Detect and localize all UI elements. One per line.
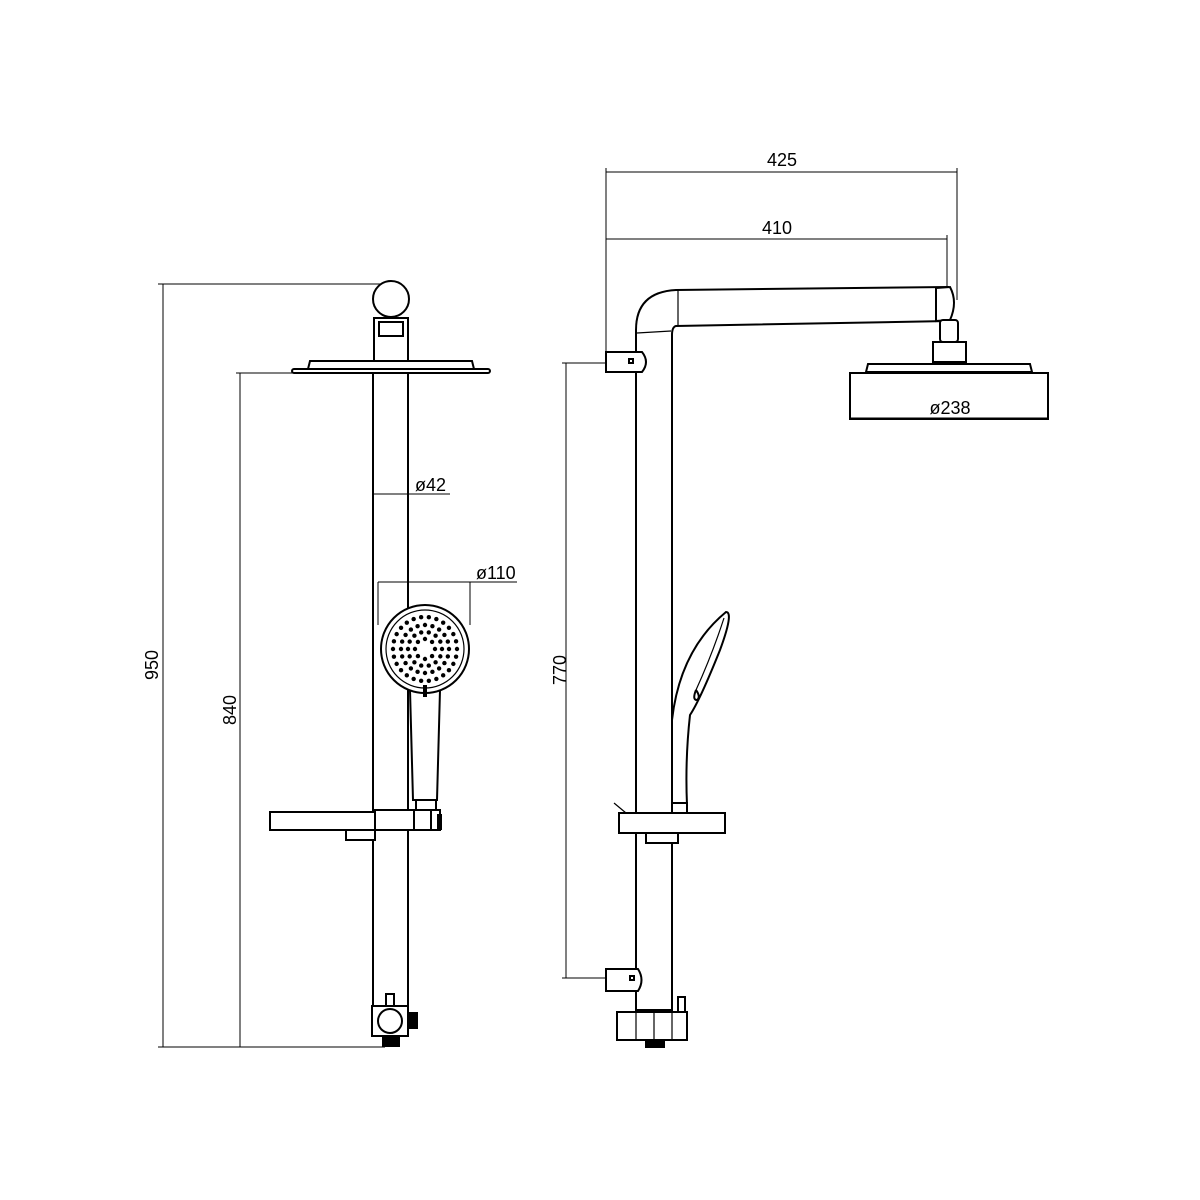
- nozzle-dot: [422, 636, 428, 642]
- dimension-425: 425: [605, 150, 958, 362]
- nozzle-dot: [404, 620, 410, 625]
- nozzle-dot: [404, 673, 410, 678]
- nozzle-dot: [390, 646, 396, 652]
- dim-238-label: ø238: [929, 398, 970, 418]
- nozzle-dot: [407, 654, 412, 659]
- nozzle-dot: [453, 654, 459, 659]
- dim-110-label: ø110: [476, 563, 516, 583]
- diverter-valve-front: [371, 993, 418, 1047]
- nozzle-dot: [433, 660, 438, 665]
- nozzle-dot: [440, 620, 446, 625]
- diverter-valve-side: [616, 996, 688, 1048]
- wall-bracket-bottom: [605, 968, 643, 992]
- hand-shower-front: [380, 604, 470, 813]
- nozzle-dot: [445, 654, 451, 659]
- dimension-840: 840: [220, 372, 300, 1047]
- nozzle-dot: [438, 654, 443, 659]
- nozzle-dot: [419, 630, 424, 635]
- nozzle-dot: [394, 661, 399, 667]
- nozzle-dot: [391, 639, 397, 644]
- nozzle-dot: [415, 653, 421, 659]
- nozzle-dot: [453, 639, 459, 644]
- soap-dish-front: [269, 809, 442, 841]
- nozzle-dot: [403, 660, 408, 666]
- nozzle-dot: [426, 630, 431, 635]
- nozzle-dot: [446, 625, 452, 630]
- dim-425-label: 425: [767, 150, 797, 170]
- nozzle-dot: [445, 639, 451, 644]
- dim-770-label: 770: [550, 655, 570, 685]
- nozzle-dot: [415, 669, 420, 675]
- nozzle-dot: [398, 668, 404, 673]
- dimension-handshower-diameter: ø110: [377, 563, 517, 625]
- nozzle-dot: [432, 646, 438, 652]
- nozzle-dot: [446, 646, 452, 652]
- nozzle-dot: [408, 666, 414, 671]
- spray-nozzles: [390, 615, 460, 683]
- nozzle-dot: [436, 627, 442, 632]
- soap-dish-side: [613, 802, 726, 844]
- overhead-shower-front: [291, 280, 491, 374]
- nozzle-dot: [412, 646, 418, 652]
- nozzle-dot: [403, 632, 408, 638]
- nozzle-dot: [442, 660, 447, 666]
- wall-bracket-top: [605, 351, 647, 373]
- nozzle-dot: [426, 663, 431, 668]
- nozzle-dot: [422, 670, 428, 676]
- nozzle-dot: [398, 646, 404, 652]
- nozzle-dot: [418, 678, 424, 683]
- hand-shower-side: [671, 610, 730, 814]
- nozzle-dot: [415, 623, 420, 629]
- nozzle-dot: [426, 678, 432, 683]
- nozzle-dot: [442, 632, 447, 638]
- dimension-770: 770: [550, 362, 606, 979]
- dim-950-label: 950: [142, 650, 162, 680]
- nozzle-dot: [440, 673, 446, 678]
- nozzle-dot: [434, 616, 439, 622]
- nozzle-dot: [439, 646, 445, 652]
- dim-42-label: ø42: [415, 475, 446, 495]
- nozzle-dot: [430, 623, 435, 629]
- nozzle-dot: [405, 646, 411, 652]
- nozzle-dot: [434, 676, 439, 682]
- nozzle-dot: [429, 639, 435, 645]
- dimension-410: 410: [606, 218, 948, 290]
- nozzle-dot: [436, 666, 442, 671]
- riser-with-arm: [635, 285, 955, 1011]
- nozzle-dot: [422, 622, 428, 628]
- nozzle-dot: [412, 660, 417, 665]
- nozzle-dot: [433, 633, 438, 638]
- front-view: 950 840 ø42 ø110: [142, 280, 517, 1048]
- nozzle-dot: [411, 676, 416, 682]
- nozzle-dot: [422, 656, 428, 662]
- nozzle-dot: [454, 646, 460, 652]
- nozzle-dot: [399, 654, 405, 659]
- nozzle-dot: [412, 633, 417, 638]
- nozzle-dot: [426, 615, 432, 620]
- nozzle-dot: [415, 639, 421, 645]
- nozzle-dot: [408, 627, 414, 632]
- dim-840-label: 840: [220, 695, 240, 725]
- dim-410-label: 410: [762, 218, 792, 238]
- nozzle-dot: [399, 639, 405, 644]
- nozzle-dot: [451, 631, 456, 637]
- nozzle-dot: [391, 654, 397, 659]
- nozzle-dot: [419, 663, 424, 668]
- nozzle-dot: [407, 639, 412, 644]
- side-view: 425 410 770: [550, 150, 1049, 1048]
- nozzle-dot: [418, 615, 424, 620]
- nozzle-dot: [446, 668, 452, 673]
- riser-pipe: [372, 372, 409, 1007]
- nozzle-dot: [394, 631, 399, 637]
- nozzle-dot: [430, 669, 435, 675]
- nozzle-dot: [451, 661, 456, 667]
- overhead-shower-side: ø238: [849, 319, 1049, 420]
- nozzle-dot: [411, 616, 416, 622]
- nozzle-dot: [398, 625, 404, 630]
- dimension-950: 950: [142, 283, 392, 1048]
- dimension-pipe-diameter: ø42: [373, 475, 450, 495]
- nozzle-dot: [438, 639, 443, 644]
- nozzle-dot: [429, 653, 435, 659]
